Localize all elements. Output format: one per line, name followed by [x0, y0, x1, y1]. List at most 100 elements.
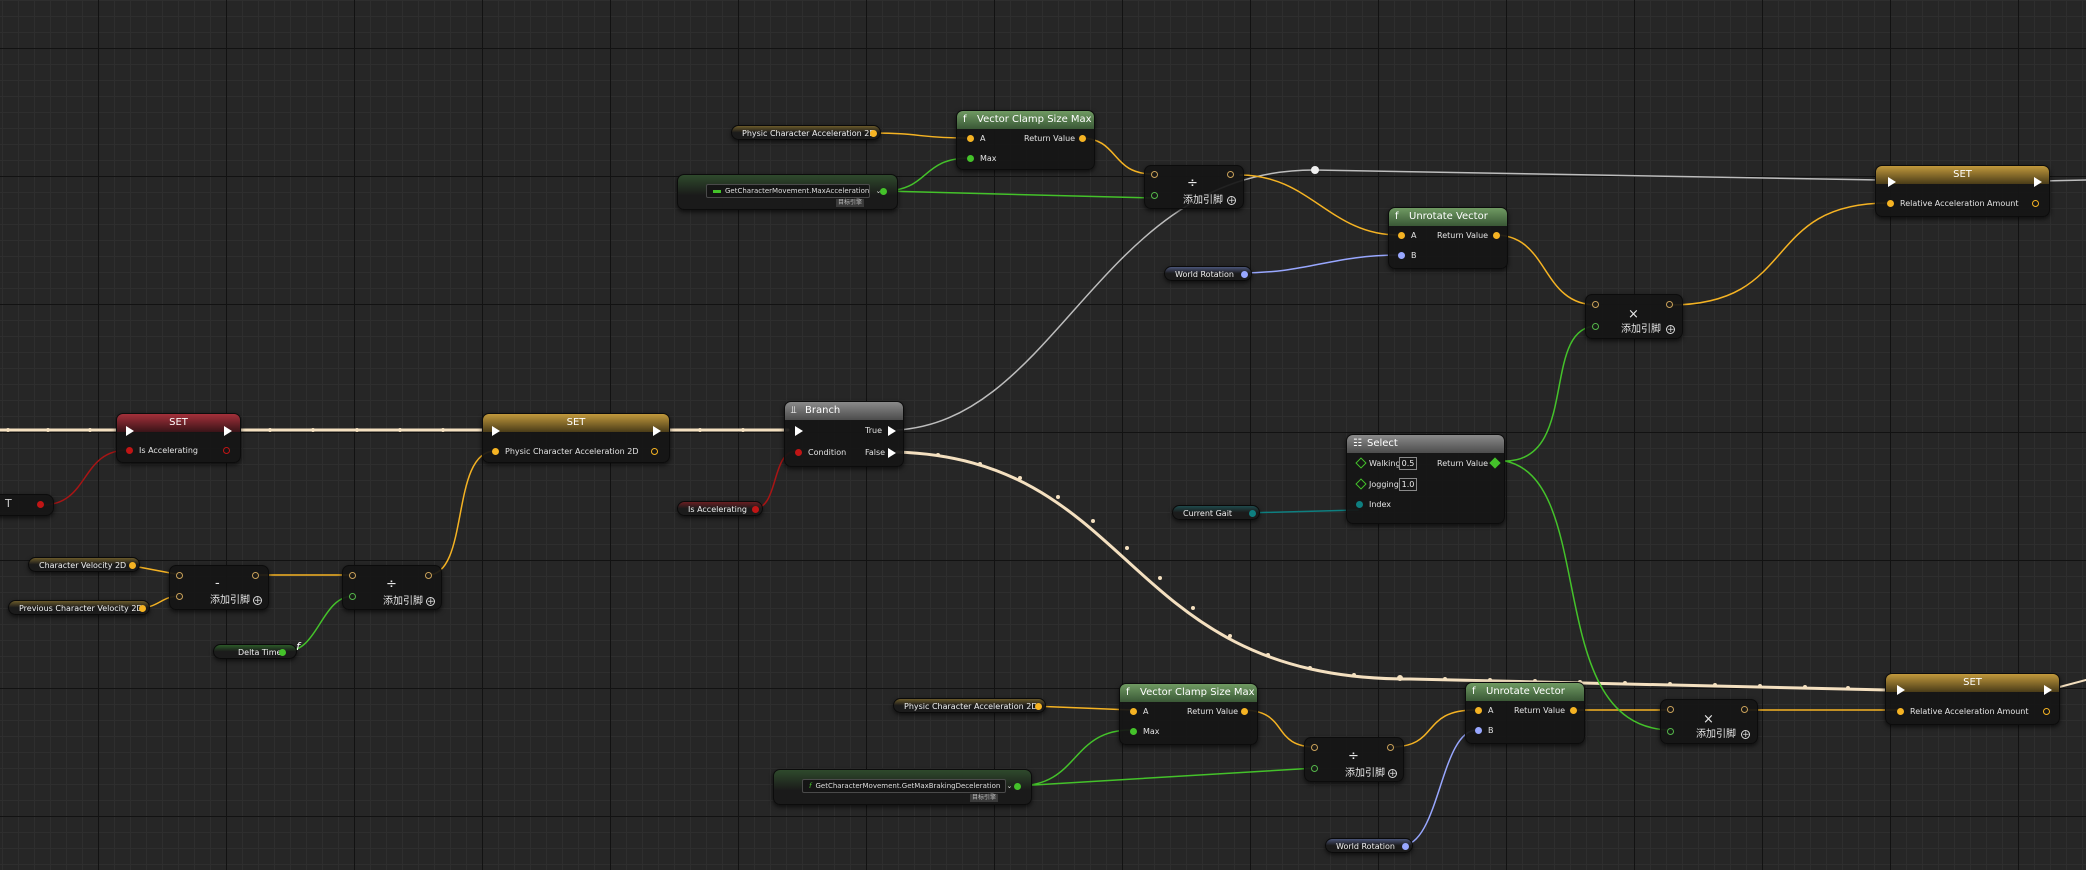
add-pin-icon[interactable]: + [1227, 196, 1236, 206]
set-relative-accel-node-top[interactable]: SET Relative Acceleration Amount [1875, 165, 2050, 217]
output-pin[interactable] [1402, 843, 1409, 850]
exec-out-pin[interactable] [2034, 177, 2042, 187]
condition-pin[interactable] [795, 449, 802, 456]
pin-max[interactable] [967, 155, 974, 162]
float-wire[interactable] [1016, 767, 1317, 787]
pin-a[interactable] [967, 135, 974, 142]
input-pin-a[interactable] [176, 572, 183, 579]
float-wire[interactable] [1016, 729, 1132, 787]
add-pin-icon[interactable]: + [426, 597, 435, 607]
pin-a[interactable] [1475, 707, 1482, 714]
input-pin-b[interactable] [349, 593, 356, 600]
is-accelerating-getter[interactable]: Is Accelerating [677, 501, 763, 516]
add-pin-label[interactable]: 添加引脚 [1696, 729, 1736, 740]
output-pin[interactable] [279, 649, 286, 656]
output-pin[interactable] [1249, 510, 1256, 517]
exec-false-pin[interactable] [888, 448, 896, 458]
add-pin-label[interactable]: 添加引脚 [1345, 768, 1385, 779]
input-pin[interactable] [1887, 200, 1894, 207]
output-pin[interactable] [2032, 200, 2039, 207]
rotator-wire[interactable] [1400, 729, 1478, 847]
output-pin[interactable] [870, 130, 877, 137]
output-pin[interactable] [37, 501, 44, 508]
input-pin[interactable] [126, 447, 133, 454]
input-pin-a[interactable] [349, 572, 356, 579]
exec-out-pin[interactable] [224, 426, 232, 436]
property-selector[interactable]: GetCharacterMovement.MaxAcceleration ⌄ [706, 184, 881, 198]
add-pin-label[interactable]: 添加引脚 [210, 595, 250, 606]
float-wire[interactable] [1504, 325, 1598, 462]
input-pin-a[interactable] [1592, 301, 1599, 308]
add-pin-icon[interactable]: + [1741, 730, 1750, 740]
partial-node-left[interactable]: T [0, 494, 54, 516]
previous-velocity-getter[interactable]: Previous Character Velocity 2D [8, 600, 150, 615]
add-pin-label[interactable]: 添加引脚 [1621, 324, 1661, 335]
output-pin[interactable] [880, 188, 887, 195]
return-value-pin[interactable] [1079, 135, 1086, 142]
vector-wire[interactable] [1239, 174, 1399, 236]
input-pin[interactable] [492, 448, 499, 455]
output-pin[interactable] [1227, 171, 1234, 178]
input-pin-a[interactable] [1667, 706, 1674, 713]
pin-b[interactable] [1475, 727, 1482, 734]
current-gait-getter[interactable]: Current Gait [1172, 505, 1260, 520]
add-pin-icon[interactable]: + [1388, 769, 1397, 779]
multiply-node-top[interactable]: × 添加引脚 + [1585, 294, 1683, 339]
output-pin[interactable] [425, 572, 432, 579]
input-pin-b[interactable] [1592, 323, 1599, 330]
set-relative-accel-node-bottom[interactable]: SET Relative Acceleration Amount [1885, 673, 2060, 725]
rotator-wire[interactable] [1239, 254, 1402, 274]
exec-out-pin[interactable] [653, 426, 661, 436]
float-wire[interactable] [882, 190, 1154, 199]
return-value-pin[interactable] [1489, 457, 1501, 469]
exec-in-pin[interactable] [1888, 177, 1896, 187]
enum-wire[interactable] [1244, 509, 1359, 514]
input-pin-b[interactable] [1667, 728, 1674, 735]
exec-wire-false[interactable] [895, 450, 1890, 692]
walking-value-input[interactable]: 0.5 [1399, 457, 1417, 470]
add-pin-label[interactable]: 添加引脚 [1183, 195, 1223, 206]
pin-a[interactable] [1130, 708, 1137, 715]
delta-time-getter[interactable]: Delta Time f [213, 640, 300, 659]
pin-max[interactable] [1130, 728, 1137, 735]
exec-in-pin[interactable] [1897, 685, 1905, 695]
output-pin[interactable] [1035, 703, 1042, 710]
chevron-down-icon[interactable]: ⌄ [875, 187, 882, 195]
output-pin[interactable] [1387, 744, 1394, 751]
divide-node-top[interactable]: ÷ 添加引脚 + [1144, 165, 1244, 209]
input-pin[interactable] [1897, 708, 1904, 715]
output-pin[interactable] [252, 572, 259, 579]
return-value-pin[interactable] [1493, 232, 1500, 239]
vector-wire[interactable] [1669, 202, 1889, 306]
pin-b[interactable] [1398, 252, 1405, 259]
unrotate-vector-node-bottom[interactable]: f Unrotate Vector A Return Value B [1465, 682, 1585, 744]
set-is-accelerating-node[interactable]: SET Is Accelerating [116, 413, 241, 463]
output-pin[interactable] [1241, 271, 1248, 278]
float-wire[interactable] [1504, 460, 1673, 731]
exec-in-pin[interactable] [126, 426, 134, 436]
reroute-knot[interactable] [1311, 166, 1319, 174]
exec-in-pin[interactable] [795, 426, 803, 436]
character-velocity-getter[interactable]: Character Velocity 2D [28, 557, 140, 572]
exec-in-pin[interactable] [492, 426, 500, 436]
vector-wire[interactable] [1494, 234, 1598, 306]
output-pin[interactable] [651, 448, 658, 455]
add-pin-icon[interactable]: + [253, 596, 262, 606]
set-physic-accel-node[interactable]: SET Physic Character Acceleration 2D [482, 413, 670, 463]
input-pin-a[interactable] [1311, 744, 1318, 751]
bool-wire[interactable] [41, 449, 129, 506]
output-pin[interactable] [752, 506, 759, 513]
exec-wire-true[interactable] [896, 169, 1881, 431]
input-pin-b[interactable] [1311, 765, 1318, 772]
exec-out-pin[interactable] [2044, 685, 2052, 695]
vector-wire[interactable] [427, 450, 496, 576]
option-jogging-pin[interactable] [1355, 478, 1367, 490]
select-node[interactable]: ☷ Select Walking 0.5 Return Value Joggin… [1346, 434, 1505, 524]
vector-clamp-node-bottom[interactable]: f Vector Clamp Size Max A Return Value M… [1119, 683, 1258, 745]
chevron-down-icon[interactable]: ⌄ [1006, 782, 1013, 790]
world-rotation-getter-bottom[interactable]: World Rotation [1325, 838, 1413, 853]
physic-accel-getter-bottom[interactable]: Physic Character Acceleration 2D [893, 698, 1046, 713]
divide-node-middle[interactable]: ÷ 添加引脚 + [342, 565, 442, 610]
